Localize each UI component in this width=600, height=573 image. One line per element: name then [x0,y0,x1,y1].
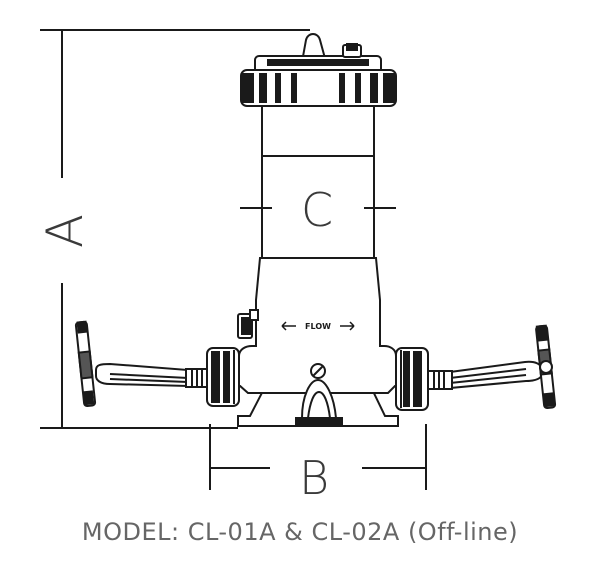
left-handle-top [76,320,88,334]
lower-housing [238,257,397,394]
right-hose [449,360,543,390]
drain-plug-slot [312,365,324,377]
dimension-c-label: C [301,183,333,237]
upper-collar [261,105,375,157]
dimension-a-label: A [36,214,94,248]
lid-top-ring-band [267,59,369,66]
lid-grip-left [242,73,254,103]
flow-label: FLOW [305,322,331,331]
flow-arrow-left [281,321,296,331]
lid-grip-rib-2 [275,73,281,103]
right-handle-bottom [542,392,556,408]
inlet-base-band [295,417,343,427]
left-union-band [211,351,220,403]
right-hose-stripe [449,368,527,379]
model-caption: MODEL: CL-01A & CL-02A (Off-line) [81,518,519,546]
lid-vent-core [346,43,358,51]
left-handle-grip [77,350,94,380]
inlet-arch-inner [307,390,331,419]
lid-grip-rib-3 [291,73,297,103]
left-hose-stripe-2 [109,378,189,383]
dimension-b-label: B [299,451,329,505]
right-union-band-2 [413,351,422,407]
flow-arrow-right [340,321,355,331]
lid-grip-right [383,73,395,103]
right-hose-stripe-2 [449,374,527,384]
right-union-band [403,351,410,407]
right-handle-pivot [539,360,553,374]
chlorinator-body [237,105,399,427]
lid-grip-rib-6 [370,73,378,103]
right-valve-assembly [395,324,557,411]
dimension-b [209,424,427,490]
lid-grip-rib-5 [355,73,361,103]
right-handle-top [535,324,549,342]
left-valve-assembly [74,320,240,407]
left-handle-bottom [82,390,95,406]
lid-grip-rib [259,73,267,103]
flow-indicator [281,321,355,331]
dimension-a [40,29,310,429]
side-knob-core [241,317,253,335]
left-hose-stripe [109,373,189,379]
lid-grip-rib-4 [339,73,345,103]
left-union-band-2 [223,351,230,403]
lid-cap [240,33,397,107]
side-knob-cap [249,309,259,321]
